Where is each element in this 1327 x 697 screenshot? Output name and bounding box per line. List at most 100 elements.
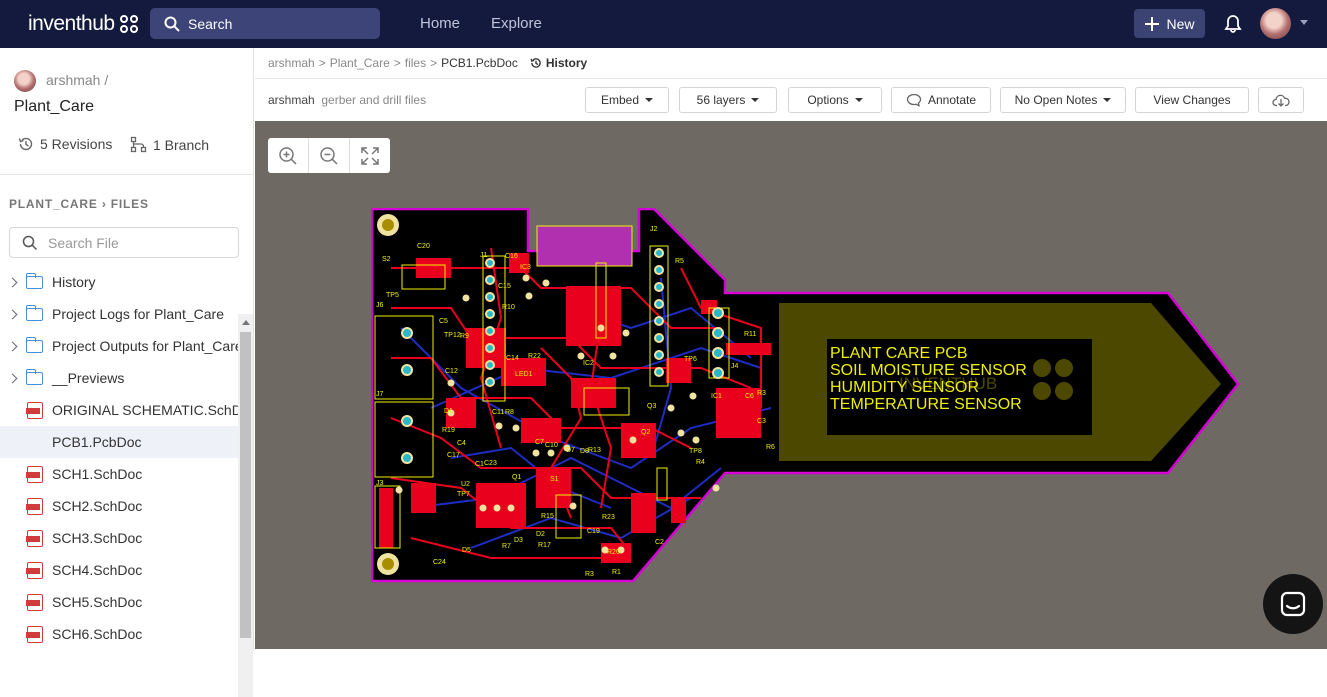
chevron-right-icon[interactable]: [7, 277, 18, 287]
breadcrumb-project[interactable]: Plant_Care: [329, 56, 390, 70]
tree-item-sch5[interactable]: SCH5.SchDoc: [0, 586, 238, 618]
scroll-up-arrow-icon[interactable]: [242, 320, 250, 325]
breadcrumb-divider: [255, 78, 1327, 79]
tree-item-label: SCH1.SchDoc: [52, 466, 143, 482]
designator: IC2: [583, 360, 594, 367]
logo-mark-icon: [119, 15, 138, 33]
silk-line: TEMPERATURE SENSOR: [830, 396, 1022, 413]
view-changes-button[interactable]: View Changes: [1135, 87, 1249, 113]
designator: J6: [376, 302, 384, 309]
tree-item-sch3[interactable]: SCH3.SchDoc: [0, 522, 238, 554]
designator: D8: [580, 448, 589, 455]
caret-down-icon: [1103, 98, 1112, 102]
embed-label: Embed: [600, 93, 640, 107]
chat-support-button[interactable]: [1263, 574, 1323, 634]
designator: R19: [442, 427, 455, 434]
pcb-viewer-canvas[interactable]: C20 S2 J1 C16 IC3 J2 R5 TP5 J6 C15 R10 C…: [255, 121, 1327, 649]
silk-watermark: INVENTHUB: [899, 374, 997, 393]
embed-dropdown[interactable]: Embed: [585, 87, 669, 113]
tree-item-sch1[interactable]: SCH1.SchDoc: [0, 458, 238, 490]
owner-avatar: [14, 70, 36, 92]
breadcrumb-folder[interactable]: files: [404, 56, 427, 70]
inventhub-logo[interactable]: inventhub: [28, 12, 138, 36]
tree-item-original-schematic[interactable]: ORIGINAL SCHEMATIC.SchDoc: [0, 394, 238, 426]
tree-item-project-outputs[interactable]: Project Outputs for Plant_Care: [0, 330, 238, 362]
designator: C12: [445, 368, 458, 375]
folder-icon: [25, 368, 43, 385]
designator: R10: [502, 304, 515, 311]
tree-item-previews[interactable]: __Previews: [0, 362, 238, 394]
designator: R11: [744, 331, 756, 338]
branches-link[interactable]: 1 Branch: [130, 136, 209, 153]
designator: R4: [696, 459, 705, 466]
file-search-placeholder: Search File: [48, 234, 119, 251]
designator: TP7: [457, 491, 470, 498]
user-avatar[interactable]: [1260, 8, 1291, 39]
designator: TP5: [386, 292, 399, 299]
tree-item-label: SCH2.SchDoc: [52, 498, 143, 514]
project-name[interactable]: Plant_Care: [14, 98, 95, 115]
silk-line: SOIL MOISTURE SENSOR: [830, 362, 1027, 379]
designator: D3: [514, 537, 523, 544]
designator: R20: [607, 549, 620, 556]
zoom-controls: [268, 138, 390, 173]
history-icon: [18, 137, 33, 151]
files-breadcrumb-files[interactable]: FILES: [110, 197, 149, 211]
chevron-right-icon[interactable]: [7, 309, 18, 319]
revisions-link[interactable]: 5 Revisions: [18, 136, 112, 152]
notes-dropdown[interactable]: No Open Notes: [1000, 87, 1126, 113]
zoom-out-button[interactable]: [309, 138, 350, 173]
designator: C19: [587, 528, 600, 535]
options-dropdown[interactable]: Options: [788, 87, 882, 113]
tree-item-project-logs[interactable]: Project Logs for Plant_Care: [0, 298, 238, 330]
file-search-input[interactable]: Search File: [9, 227, 239, 258]
notes-label: No Open Notes: [1014, 93, 1098, 107]
tree-item-pcb1[interactable]: PCB1.PcbDoc: [0, 426, 238, 458]
tree-item-sch6[interactable]: SCH6.SchDoc: [0, 618, 238, 650]
project-owner[interactable]: arshmah /: [46, 72, 109, 88]
designator: C2: [655, 539, 664, 546]
logo-text: inventhub: [28, 12, 115, 35]
file-tree-scrollbar-thumb[interactable]: [240, 332, 251, 638]
file-history-link[interactable]: History: [530, 56, 587, 70]
cloud-download-icon: [1272, 94, 1290, 107]
designator: R6: [766, 444, 775, 451]
search-label: Search: [188, 15, 233, 32]
breadcrumb-user[interactable]: arshmah: [268, 56, 315, 70]
search-icon: [22, 235, 38, 250]
designator: TP12: [444, 332, 461, 339]
silk-line: HUMIDITY SENSOR: [830, 379, 979, 396]
tree-item-sch4[interactable]: SCH4.SchDoc: [0, 554, 238, 586]
mounting-holes: [377, 214, 399, 575]
designator: D7: [566, 447, 575, 454]
annotate-button[interactable]: Annotate: [891, 87, 991, 113]
tree-item-sch2[interactable]: SCH2.SchDoc: [0, 490, 238, 522]
zoom-in-button[interactable]: [268, 138, 309, 173]
nav-home[interactable]: Home: [420, 15, 461, 32]
tree-item-history[interactable]: History: [0, 266, 238, 298]
new-button[interactable]: New: [1134, 9, 1205, 38]
designator: C20: [417, 243, 430, 250]
tree-item-label: SCH6.SchDoc: [52, 626, 143, 642]
designator: R9: [460, 333, 469, 340]
file-viewer-panel: arshmah> Plant_Care> files> PCB1.PcbDoc …: [255, 48, 1327, 649]
vias: [395, 274, 720, 554]
files-breadcrumb-project[interactable]: PLANT_CARE: [9, 197, 98, 211]
user-menu-caret-icon[interactable]: [1300, 20, 1308, 25]
designator: R13: [588, 447, 601, 454]
global-search[interactable]: Search: [150, 8, 380, 39]
download-button[interactable]: [1258, 87, 1304, 113]
designator: J2: [650, 226, 658, 233]
comment-icon: [906, 93, 922, 107]
chevron-right-icon[interactable]: [7, 341, 18, 351]
layers-dropdown[interactable]: 56 layers: [679, 87, 777, 113]
bell-icon[interactable]: [1224, 14, 1242, 33]
designator: C10: [545, 442, 558, 449]
designator: C3: [757, 418, 766, 425]
fit-screen-button[interactable]: [350, 138, 390, 173]
designator: R1: [612, 569, 621, 576]
nav-explore[interactable]: Explore: [491, 15, 542, 32]
chevron-right-icon[interactable]: [7, 373, 18, 383]
designator: Q2: [641, 429, 650, 436]
commit-author[interactable]: arshmah: [268, 93, 315, 107]
